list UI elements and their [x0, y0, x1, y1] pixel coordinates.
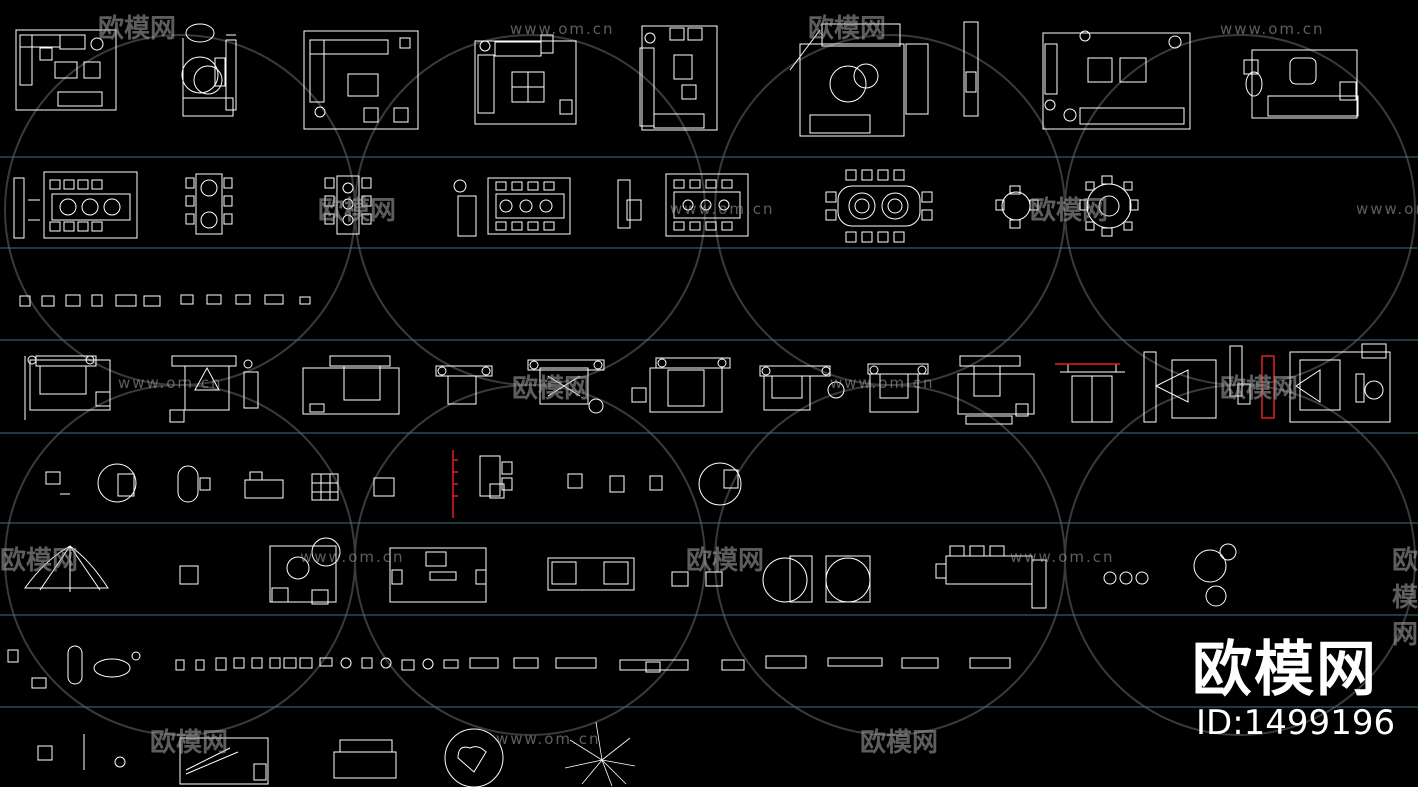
dining-plan-8	[1079, 175, 1139, 237]
watermark-logo: 欧模网	[318, 196, 397, 226]
watermark-url: www.om.cn	[510, 20, 615, 38]
watermark-url: www.om.cn	[300, 548, 405, 566]
living-room-plan-5	[639, 25, 718, 131]
dining-plan-7	[995, 185, 1039, 229]
dining-plan-1	[13, 171, 138, 239]
watermark-logo: 欧模网	[512, 374, 591, 404]
watermark-logo: 欧模网	[150, 728, 229, 758]
bedroom-plan-3	[302, 355, 400, 415]
wardrobe-plan	[1060, 363, 1125, 423]
bedroom-plan-9	[957, 355, 1035, 425]
chairs-and-small-tables-row	[45, 455, 742, 506]
living-room-plan-6	[789, 21, 979, 137]
small-symbols-row	[19, 294, 311, 307]
living-room-plan-1	[15, 29, 117, 111]
dining-plan-5	[617, 173, 749, 237]
watermark-url: www.om.cn	[496, 730, 601, 748]
bedroom-plan-5	[527, 359, 605, 414]
bedroom-plan-4	[435, 365, 493, 405]
bedroom-plan-6	[631, 357, 731, 413]
watermark-url: www.om.cn	[118, 374, 223, 392]
bedroom-plan-10	[1143, 345, 1251, 423]
tree-plant-symbol	[564, 721, 636, 787]
misc-small-furniture-row	[7, 645, 1011, 689]
living-room-plan-2	[181, 23, 237, 117]
brand-logo-text: 欧模网	[1192, 635, 1378, 705]
lounge-and-meeting-row	[24, 537, 1237, 609]
dining-plan-2	[185, 173, 233, 235]
watermark-logo: 欧模网	[860, 728, 939, 758]
watermark-logo: 欧模网	[0, 546, 79, 576]
watermark-logo: 欧模网	[1220, 374, 1299, 404]
watermark-circles	[4, 34, 1416, 736]
watermark-logo: 欧模网	[686, 546, 765, 576]
living-room-plan-3	[303, 30, 419, 130]
row-dividers	[0, 156, 1418, 708]
living-room-plan-4	[474, 34, 577, 125]
watermark-url: www.om.cn	[1010, 548, 1115, 566]
watermark-url: www.om.cn	[1356, 200, 1418, 218]
red-accent-marks	[452, 355, 1275, 518]
living-room-plan-8	[1243, 49, 1359, 119]
bedroom-plan-2	[169, 355, 259, 423]
watermark-url: www.om.cn	[670, 200, 775, 218]
dining-plan-3	[324, 175, 372, 235]
bedroom-plan-1	[24, 355, 111, 420]
living-room-plan-7	[1042, 30, 1191, 130]
bedroom-plan-8	[867, 363, 929, 413]
watermark-url: www.om.cn	[830, 374, 935, 392]
watermark-logo: 欧模网	[1392, 546, 1418, 650]
watermark-logo: 欧模网	[1030, 196, 1109, 226]
watermark-url: www.om.cn	[1220, 20, 1325, 38]
accessories-and-plants-row	[37, 728, 504, 787]
bedroom-plan-7	[759, 365, 845, 411]
dining-plan-6	[825, 169, 933, 243]
watermark-logo: 欧模网	[808, 14, 887, 44]
watermark-logo: 欧模网	[98, 14, 177, 44]
bedroom-plan-11	[1289, 343, 1391, 423]
dining-plan-4	[453, 177, 571, 237]
asset-id-label: ID:1499196	[1196, 703, 1396, 743]
